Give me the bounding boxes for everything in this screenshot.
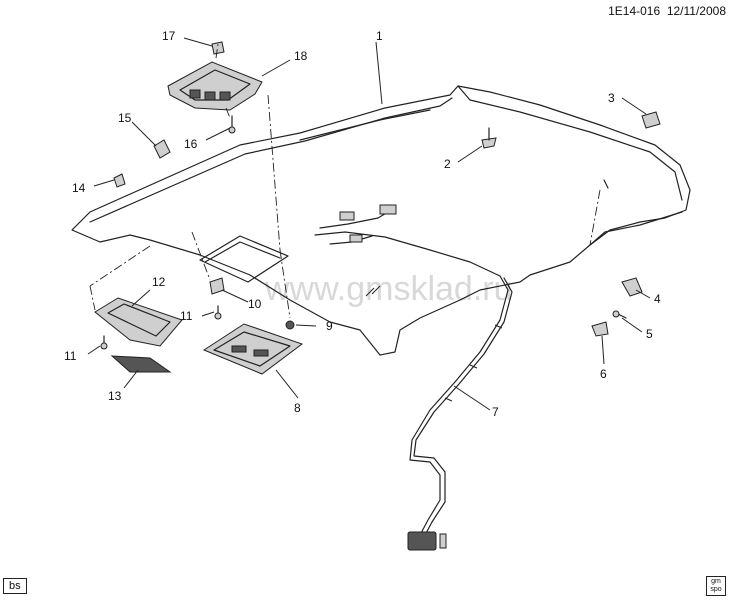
callout-11a: 11 (180, 309, 193, 323)
callout-2: 2 (444, 157, 451, 171)
callout-11b: 11 (64, 349, 77, 363)
callout-10: 10 (248, 297, 262, 311)
retainer-2 (481, 127, 497, 149)
clip-15 (153, 139, 171, 159)
dome-lamp-8 (202, 323, 304, 375)
screw-5 (612, 310, 627, 319)
callout-9: 9 (326, 319, 333, 333)
leader-lines (87, 37, 651, 411)
headliner-panel (71, 85, 691, 356)
callout-16: 16 (184, 137, 198, 151)
clip-6 (591, 321, 609, 337)
diagram-code: 1E14-016 (608, 4, 661, 18)
screw-11b (100, 335, 108, 350)
screw-11a (214, 305, 222, 320)
callout-17: 17 (162, 29, 176, 43)
gm-spo-logo: gm spo (706, 576, 726, 596)
watermark: www.gmsklad.ru (264, 270, 513, 308)
label-plate-13 (110, 355, 172, 373)
clip-3 (641, 111, 661, 129)
clip-4 (621, 277, 643, 297)
roof-harness-cable (407, 275, 513, 551)
overhead-console-18 (167, 61, 263, 111)
screw-16 (228, 115, 236, 134)
clip-17 (211, 41, 225, 55)
callouts: 1 2 3 4 5 6 7 8 9 10 11 11 12 13 14 15 1… (64, 29, 661, 419)
callout-4: 4 (654, 292, 661, 306)
clip-14 (113, 173, 126, 188)
callout-6: 6 (600, 367, 607, 381)
callout-1: 1 (376, 29, 383, 43)
callout-12: 12 (152, 275, 166, 289)
callout-15: 15 (118, 111, 132, 125)
diagram-header: 1E14-016 12/11/2008 (608, 4, 726, 18)
roof-pad (199, 235, 289, 283)
visor-mirror-12 (94, 297, 183, 347)
callout-18: 18 (294, 49, 308, 63)
callout-8: 8 (294, 401, 301, 415)
nut-9 (285, 320, 295, 330)
headliner-tab (603, 179, 609, 189)
callout-14: 14 (72, 181, 86, 195)
callout-5: 5 (646, 327, 653, 341)
harness-center (314, 204, 501, 277)
callout-13: 13 (108, 389, 122, 403)
bracket-10 (209, 277, 225, 295)
callout-7: 7 (492, 405, 499, 419)
callout-3: 3 (608, 91, 615, 105)
diagram-date: 12/11/2008 (666, 4, 726, 18)
corner-tag: bs (3, 578, 27, 594)
